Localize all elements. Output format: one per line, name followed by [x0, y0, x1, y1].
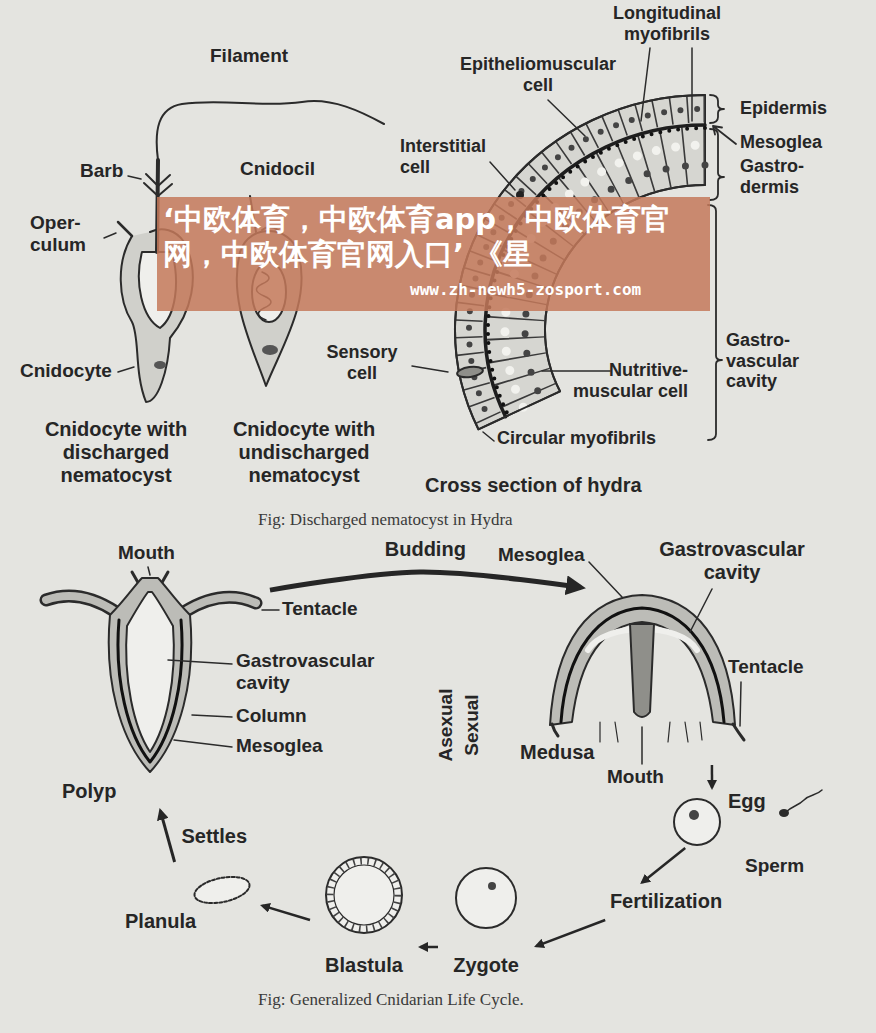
part-label: Epidermis — [740, 98, 827, 119]
operculum — [118, 222, 132, 236]
egg-cell — [674, 799, 720, 845]
figure-group — [46, 48, 822, 933]
part-label: Gastrovascular cavity — [236, 650, 416, 694]
blastula-cells — [330, 861, 398, 929]
stage-name: Egg — [728, 790, 766, 812]
part-label: Mesoglea — [236, 735, 323, 757]
stage-node: Egg — [672, 790, 782, 848]
connector-arrow — [536, 920, 605, 946]
polyp-cavity — [126, 592, 174, 752]
part-label: Cnidocyte with undischarged nematocyst — [210, 418, 398, 487]
planula-larva — [192, 872, 252, 907]
tentacle — [184, 597, 256, 612]
part-label: Gastro- dermis — [740, 156, 820, 197]
part-label: Interstitial cell — [400, 136, 500, 177]
part-label: Cross section of hydra — [425, 474, 642, 497]
stage-name: Planula — [125, 910, 196, 932]
leader-line — [104, 233, 116, 238]
stage-node: Blastula — [310, 855, 418, 980]
part-label: Column — [236, 705, 307, 727]
stage-node: Fertilization — [590, 884, 742, 920]
connector-arrow — [160, 811, 174, 862]
part-label: Mouth — [118, 542, 175, 564]
medusa-mesoglea — [561, 608, 724, 722]
bracket — [710, 129, 724, 200]
stage-name: Medusa — [520, 741, 594, 763]
part-label: Tentacle — [728, 656, 804, 678]
connector-arrow — [642, 848, 685, 882]
sperm-tail — [786, 790, 822, 812]
part-label: Nutritive- muscular cell — [538, 360, 688, 401]
tentacle — [46, 596, 116, 612]
leader-line — [128, 176, 141, 179]
part-label: Mouth — [607, 766, 664, 788]
part-label: Gastrovascular cavity — [637, 538, 827, 584]
tentacle — [46, 596, 116, 612]
medusa-bell — [550, 595, 735, 725]
egg-nucleus — [689, 810, 699, 820]
part-label: Asexual — [435, 689, 457, 762]
part-label: Longitudinal myofibrils — [594, 3, 740, 44]
part-label: Gastro- vascular cavity — [726, 330, 822, 392]
part-label: Tentacle — [282, 598, 358, 620]
blastula-outline — [326, 857, 402, 933]
medusa-tentacles — [600, 722, 702, 742]
pointer-arrow — [713, 126, 736, 144]
part-label: Sensory cell — [316, 342, 408, 383]
stage-node: Zygote — [438, 862, 534, 980]
watermark-band — [157, 197, 710, 311]
stage-name: Fertilization — [590, 890, 742, 912]
manubrium — [630, 624, 654, 717]
stage-name: Polyp — [62, 780, 116, 802]
part-label: Sexual — [461, 694, 483, 755]
sperm-head — [780, 810, 788, 816]
watermark-text: ‘中欧体育，中欧体育app，中欧体育官网，中欧体育官网入口’ 《星 — [163, 202, 708, 272]
barbs — [144, 174, 172, 196]
sensory-cell — [456, 365, 483, 379]
polyp-column — [109, 578, 191, 772]
leader-line — [589, 562, 741, 764]
part-label: Cnidocil — [240, 158, 315, 180]
stage-node: Medusa — [515, 588, 730, 765]
connector-label: Budding — [383, 538, 468, 561]
part-label: Barb — [80, 160, 123, 182]
part-label: Mesoglea — [740, 132, 822, 153]
part-label: Sperm — [745, 855, 804, 877]
bracket — [708, 205, 722, 440]
zygote-cell — [456, 868, 516, 928]
part-label: Oper- culum — [30, 212, 102, 256]
part-label: Mesoglea — [498, 544, 585, 566]
connector-arrow — [270, 572, 581, 590]
watermark-text: www.zh-newh5-zosport.com — [410, 281, 641, 299]
tentacle — [184, 597, 256, 612]
connector-arrow — [262, 906, 310, 920]
connector-arrow — [711, 765, 714, 788]
filament — [157, 101, 384, 160]
part-label: Cnidocyte with discharged nematocyst — [22, 418, 210, 487]
nucleus — [262, 345, 278, 355]
figure-caption: Fig: Discharged nematocyst in Hydra — [258, 510, 513, 530]
medusa-tentacles — [552, 724, 744, 740]
connector-arrow — [421, 946, 439, 949]
stage-node: Polyp — [40, 548, 270, 808]
blastula-inner — [334, 865, 394, 925]
part-label: Cnidocyte — [20, 360, 112, 382]
stage-name: Blastula — [310, 954, 418, 976]
connector-label: Settles — [180, 825, 250, 848]
figure-caption: Fig: Generalized Cnidarian Life Cycle. — [258, 990, 524, 1010]
stage-name: Zygote — [438, 954, 534, 976]
part-label: Circular myofibrils — [497, 428, 656, 449]
nucleus — [154, 361, 166, 369]
part-label: Filament — [210, 45, 288, 67]
leader-line — [118, 367, 134, 372]
stage-node: Planula — [120, 862, 260, 940]
zygote-nucleus — [488, 882, 496, 890]
bracket — [710, 95, 724, 123]
part-label: Epitheliomuscular cell — [446, 54, 630, 95]
